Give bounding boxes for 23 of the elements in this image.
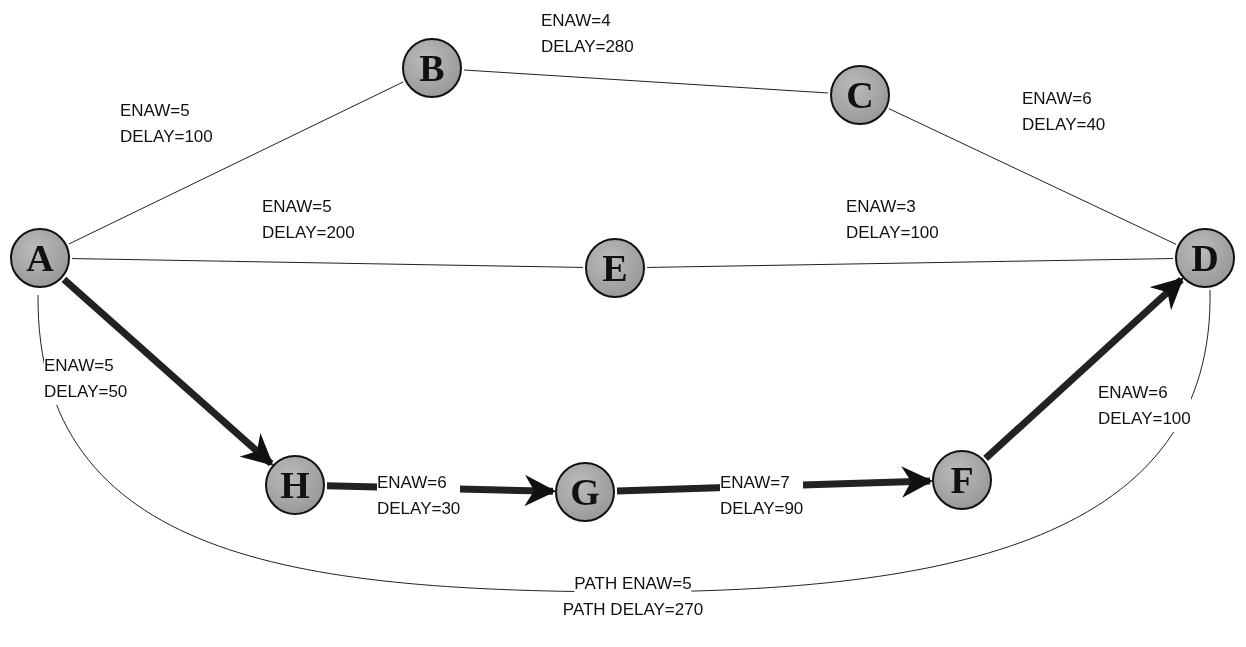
node-circle <box>10 228 70 288</box>
node-circle <box>585 238 645 298</box>
node-letter: A <box>26 239 54 277</box>
connector-line <box>68 81 404 245</box>
node-letter: B <box>419 49 445 87</box>
connector-line <box>646 258 1174 268</box>
node-circle <box>1175 228 1235 288</box>
node-letter: G <box>570 473 600 511</box>
connector-line <box>888 108 1177 245</box>
node-letter: H <box>280 466 310 504</box>
node-circle <box>932 450 992 510</box>
node-circle <box>830 65 890 125</box>
connector-line <box>463 69 829 94</box>
node-letter: C <box>846 76 874 114</box>
node-letter: E <box>602 249 628 287</box>
arrow <box>61 276 274 467</box>
node-letter: D <box>1191 239 1219 277</box>
node-circle <box>265 455 325 515</box>
arrow <box>983 277 1184 461</box>
node-circle <box>402 38 462 98</box>
connector-line <box>71 258 584 268</box>
node-circle <box>555 462 615 522</box>
node-letter: F <box>950 461 974 499</box>
